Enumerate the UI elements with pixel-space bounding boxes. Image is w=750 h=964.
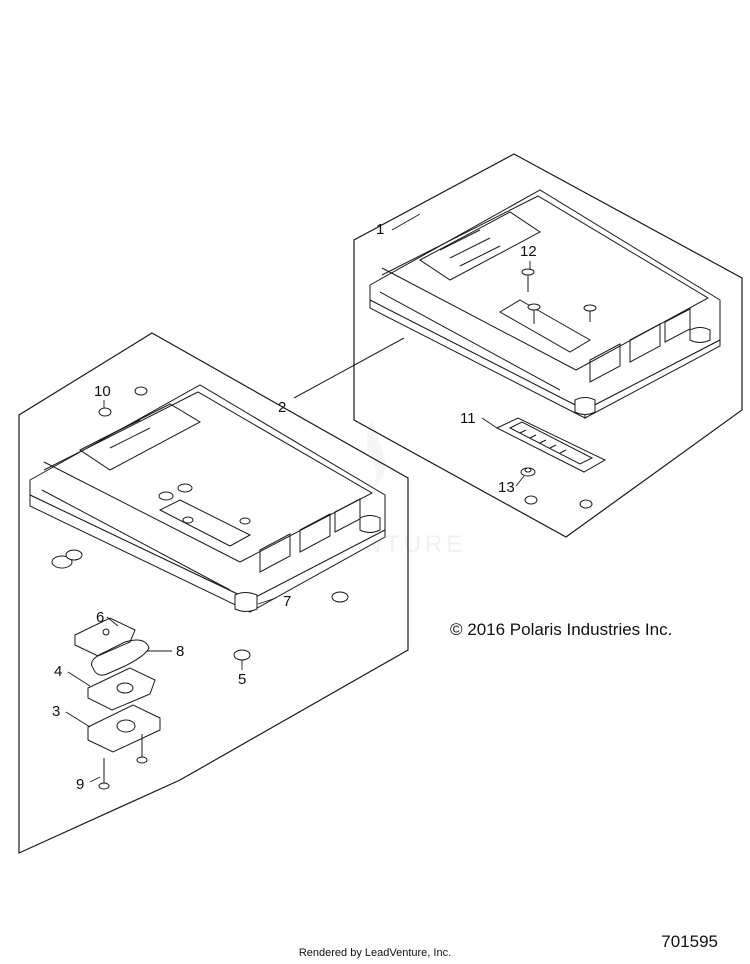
callout-3: 3 <box>52 703 60 720</box>
callouts: 1 12 11 13 2 10 7 6 8 4 5 3 9 <box>52 221 537 793</box>
callout-12: 12 <box>520 243 537 260</box>
bolt-set-2 <box>158 483 251 525</box>
callout-10: 10 <box>94 383 111 400</box>
latch-6 <box>74 617 136 657</box>
plate-11 <box>495 417 607 473</box>
seat-base-1 <box>369 189 721 419</box>
figure-number: 701595 <box>661 932 718 951</box>
callout-9: 9 <box>76 776 84 793</box>
footer-credit: Rendered by LeadVenture, Inc. <box>298 947 452 959</box>
bolt-9-set <box>98 734 148 790</box>
plate-4 <box>87 667 156 711</box>
callout-4: 4 <box>54 663 62 680</box>
assembly-1-frame <box>353 153 743 538</box>
callout-2: 2 <box>278 399 286 416</box>
bolt-12-set <box>521 268 597 324</box>
seat-base-2 <box>29 384 386 613</box>
callout-11: 11 <box>460 410 476 427</box>
grommet-5-set <box>51 549 349 661</box>
plate-3 <box>87 704 161 753</box>
assembly-2-frame <box>18 332 409 854</box>
callout-5: 5 <box>238 671 246 688</box>
copyright-notice: © 2016 Polaris Industries Inc. <box>450 620 673 639</box>
nut-10-set <box>98 386 148 417</box>
callout-6: 6 <box>96 609 104 626</box>
leader-lines <box>65 213 531 783</box>
callout-8: 8 <box>176 643 184 660</box>
nut-13-set <box>520 467 593 509</box>
callout-13: 13 <box>498 479 515 496</box>
callout-7: 7 <box>283 593 291 610</box>
clip-8 <box>91 639 150 676</box>
callout-1: 1 <box>376 221 384 238</box>
